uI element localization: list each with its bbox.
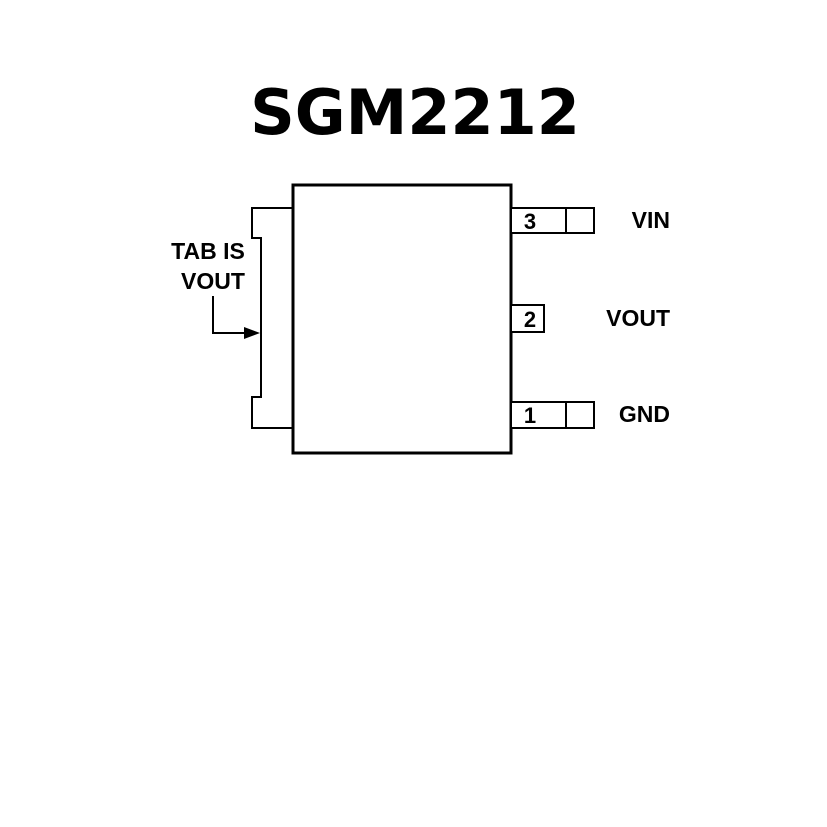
pin-3: 3: [510, 207, 595, 234]
tab-label-line2: VOUT: [181, 268, 245, 294]
pin-number: 2: [524, 307, 536, 332]
pin-1: 1: [510, 401, 595, 429]
tab-label-line1: TAB IS: [171, 238, 245, 264]
pin-name-vout: VOUT: [606, 305, 670, 331]
pin-number: 3: [524, 209, 536, 234]
pin-name-vin: VIN: [632, 207, 670, 233]
tab-arrow-line: [212, 296, 246, 334]
pin-number: 1: [524, 403, 536, 428]
pin-name-gnd: GND: [619, 401, 670, 427]
arrow-head-icon: [244, 327, 260, 339]
package-body: [291, 183, 513, 455]
tab-outline: [251, 207, 293, 429]
pin-2: 2: [510, 304, 545, 333]
part-number-title: SGM2212: [250, 76, 580, 149]
